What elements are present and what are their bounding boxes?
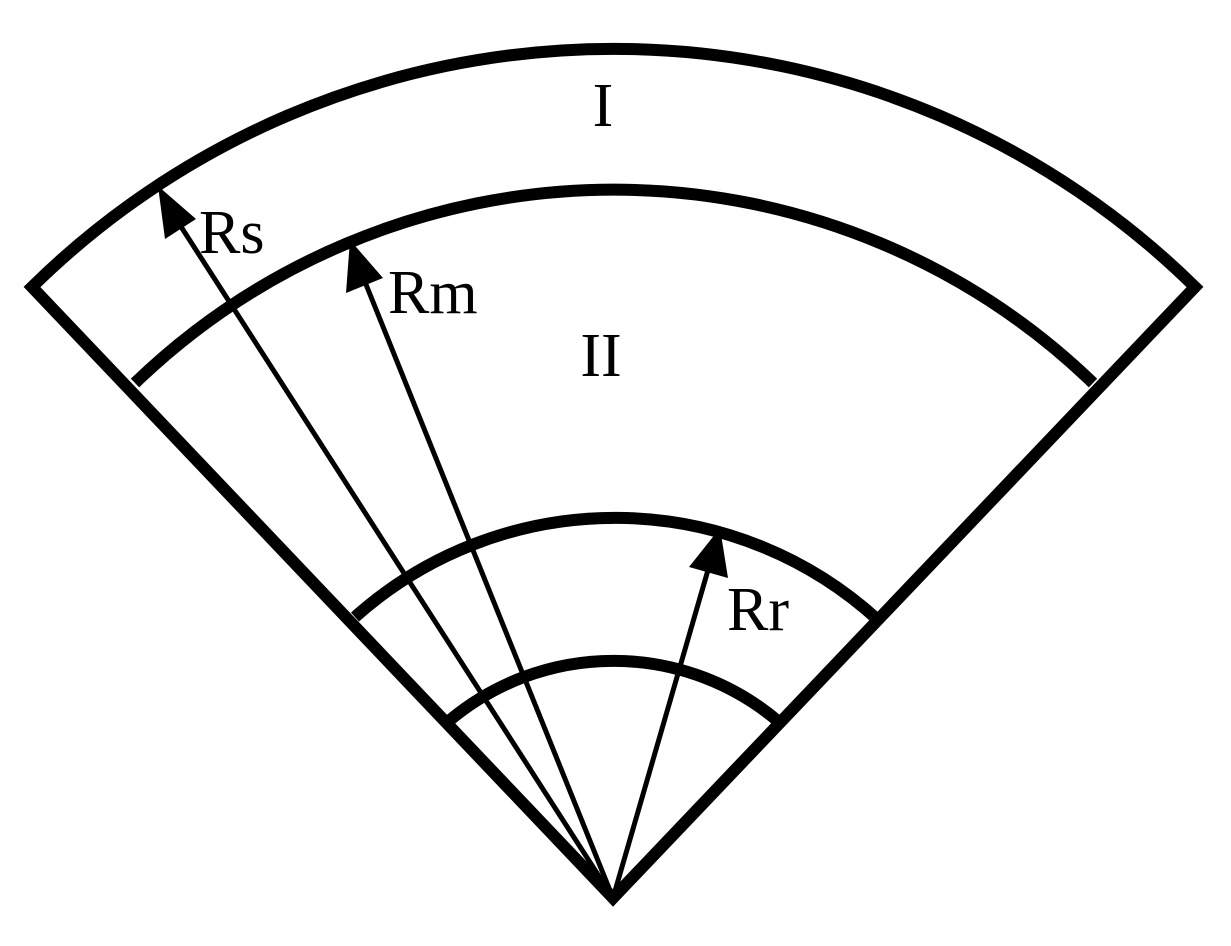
outer-sector-boundary <box>23 42 1204 907</box>
arrow-rs-head <box>158 186 196 239</box>
region-label-2: II <box>580 322 621 390</box>
label-rs: Rs <box>199 199 264 267</box>
arc-inner <box>446 654 783 727</box>
arrow-rr-head <box>689 528 728 578</box>
arrow-rr-shaft <box>610 569 711 899</box>
arrow-rm-head <box>346 240 383 293</box>
label-rr: Rr <box>727 576 789 644</box>
arrow-rs-shaft <box>175 220 616 900</box>
region-label-1: I <box>593 72 614 140</box>
arrow-rm-shaft <box>362 281 616 899</box>
label-rm: Rm <box>388 259 478 327</box>
arc-rr <box>351 511 883 625</box>
arc-rm <box>130 183 1098 388</box>
